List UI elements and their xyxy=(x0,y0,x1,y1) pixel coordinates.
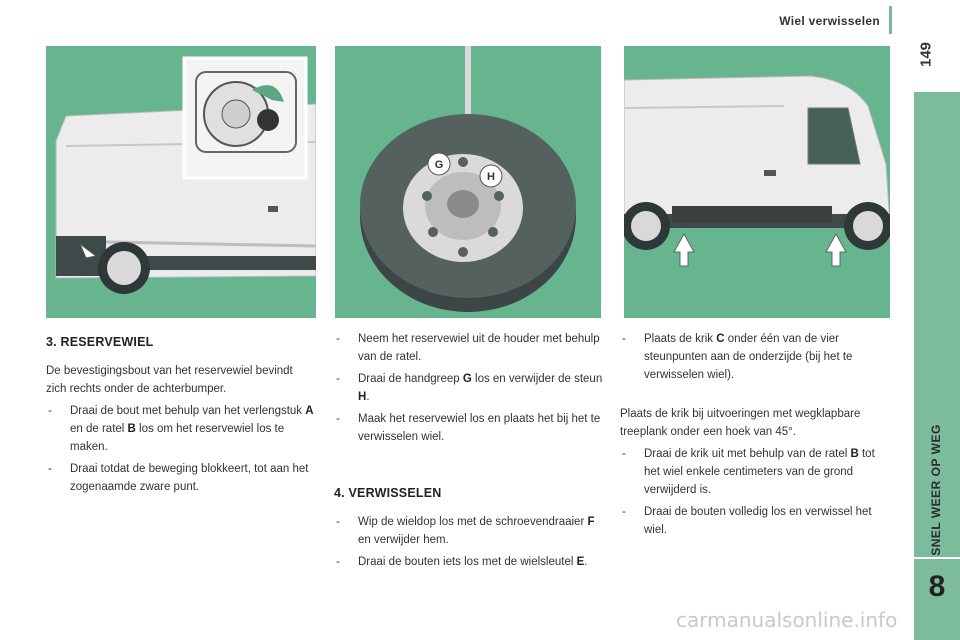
list-item: - Draai de bouten iets los met de wielsl… xyxy=(334,553,604,571)
illustration-spare-wheel-bolt xyxy=(46,46,316,318)
text-column-1: 3. RESERVEWIEL De bevestigingsbout van h… xyxy=(46,330,314,500)
list-item: - Draai de krik uit met behulp van de ra… xyxy=(620,445,890,499)
list-item: - Draai de bout met behulp van het verle… xyxy=(46,402,314,456)
section-title-verwisselen: 4. VERWISSELEN xyxy=(334,486,442,500)
bullet-dash: - xyxy=(336,333,340,345)
bullet-dash: - xyxy=(336,373,340,385)
label-g: G xyxy=(435,159,444,171)
illustration-jack-points xyxy=(624,46,890,318)
text-column-2: - Neem het reservewiel uit de houder met… xyxy=(334,330,604,575)
list-item: - Plaats de krik C onder één van de vier… xyxy=(620,330,890,384)
list-item: - Neem het reservewiel uit de houder met… xyxy=(334,330,604,366)
list-item: - Draai totdat de beweging blokkeert, to… xyxy=(46,460,314,496)
bullet-dash: - xyxy=(336,556,340,568)
chapter-label-text: SNEL WEER OP WEG xyxy=(929,424,943,556)
bullet-dash: - xyxy=(336,413,340,425)
illustration-spare-wheel: G H xyxy=(335,46,601,318)
bullet-dash: - xyxy=(336,516,340,528)
page-number: 149 xyxy=(917,41,935,68)
section-spacer xyxy=(334,450,604,481)
section-title-reservewiel: 3. RESERVEWIEL xyxy=(46,335,154,349)
bullet-dash: - xyxy=(48,405,52,417)
intro-paragraph: De bevestigingsbout van het reservewiel … xyxy=(46,365,293,395)
header-rule xyxy=(889,6,892,34)
chapter-divider xyxy=(914,557,960,559)
van-rear-image xyxy=(46,46,316,318)
list-item: - Wip de wieldop los met de schroevendra… xyxy=(334,513,604,549)
bullet-dash: - xyxy=(622,448,626,460)
text-column-3: - Plaats de krik C onder één van de vier… xyxy=(620,330,890,543)
running-header: Wiel verwisselen xyxy=(779,14,880,28)
chapter-number: 8 xyxy=(928,570,946,603)
list-item: - Maak het reservewiel los en plaats het… xyxy=(334,410,604,446)
label-h: H xyxy=(487,171,495,183)
watermark: carmanualsonline.info xyxy=(676,608,898,632)
spare-wheel-image: G H xyxy=(335,46,601,318)
bullet-dash: - xyxy=(48,463,52,475)
list-item: - Draai de bouten volledig los en verwis… xyxy=(620,503,890,539)
jack-angle-paragraph: Plaats de krik bij uitvoeringen met wegk… xyxy=(620,408,861,438)
chapter-sidebar xyxy=(914,92,960,640)
section-spacer xyxy=(620,388,890,405)
bullet-dash: - xyxy=(622,506,626,518)
list-item: - Draai de handgreep G los en verwijder … xyxy=(334,370,604,406)
van-side-image xyxy=(624,46,890,318)
bullet-dash: - xyxy=(622,333,626,345)
